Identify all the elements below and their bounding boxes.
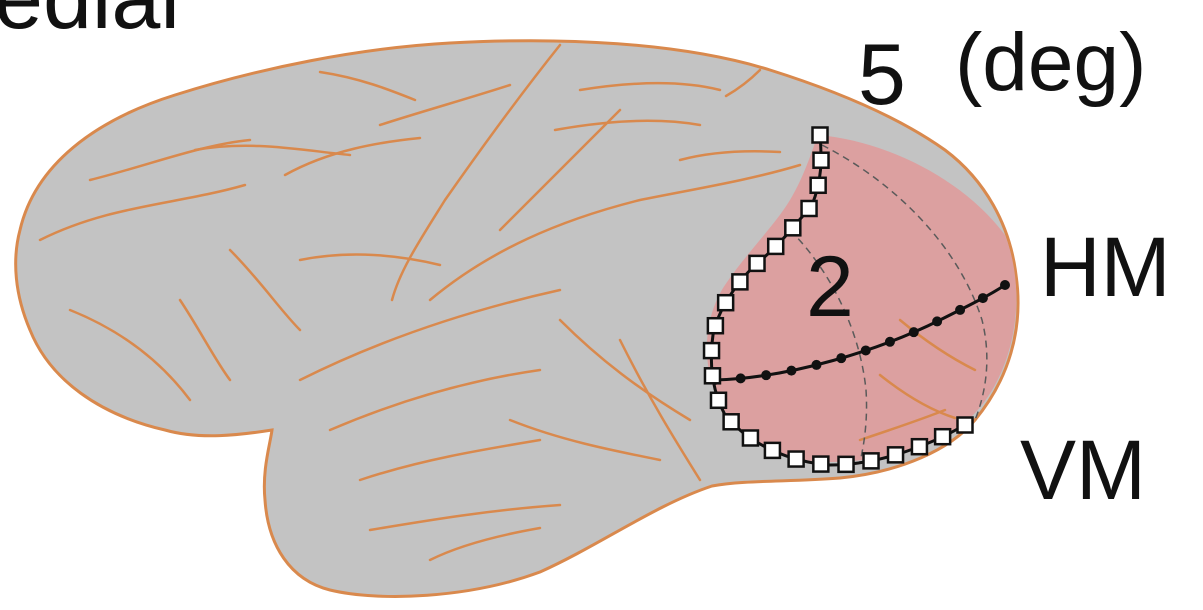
horizontal-meridian-marker: [978, 293, 988, 303]
horizontal-meridian-marker: [786, 366, 796, 376]
vertical-meridian-marker: [732, 274, 747, 289]
vertical-meridian-marker: [768, 239, 783, 254]
vertical-meridian-marker: [743, 430, 758, 445]
vertical-meridian-marker: [864, 453, 879, 468]
vertical-meridian-marker: [813, 457, 828, 472]
vertical-meridian-marker: [708, 318, 723, 333]
vertical-meridian-marker: [785, 220, 800, 235]
horizontal-meridian-marker: [1000, 280, 1010, 290]
horizontal-meridian-marker: [811, 360, 821, 370]
vertical-meridian-marker: [958, 418, 973, 433]
vertical-meridian-marker: [802, 201, 817, 216]
vertical-meridian-marker: [935, 429, 950, 444]
eccentricity-label: 5: [858, 32, 906, 118]
vertical-meridian-marker: [811, 178, 826, 193]
vertical-meridian-marker: [765, 443, 780, 458]
horizontal-meridian-marker: [761, 370, 771, 380]
horizontal-meridian-label: HM: [1040, 225, 1171, 309]
vertical-meridian-marker: [724, 414, 739, 429]
vertical-meridian-marker: [704, 343, 719, 358]
vertical-meridian-marker: [888, 447, 903, 462]
vertical-meridian-marker: [839, 457, 854, 472]
vertical-meridian-marker: [813, 128, 828, 143]
vertical-meridian-marker: [711, 393, 726, 408]
vertical-meridian-marker: [789, 452, 804, 467]
unit-label: (deg): [955, 22, 1146, 104]
vertical-meridian-marker: [705, 368, 720, 383]
vertical-meridian-marker: [718, 295, 733, 310]
horizontal-meridian-marker: [736, 373, 746, 383]
vertical-meridian-label: VM: [1020, 428, 1146, 512]
horizontal-meridian-marker: [861, 345, 871, 355]
vertical-meridian-marker: [750, 256, 765, 271]
vertical-meridian-marker: [912, 439, 927, 454]
horizontal-meridian-marker: [909, 327, 919, 337]
horizontal-meridian-marker: [885, 337, 895, 347]
horizontal-meridian-marker: [955, 305, 965, 315]
inner-eccentricity-label: 2: [806, 244, 854, 330]
horizontal-meridian-marker: [836, 353, 846, 363]
vertical-meridian-marker: [814, 153, 829, 168]
view-label: edial: [0, 0, 180, 42]
horizontal-meridian-marker: [932, 316, 942, 326]
